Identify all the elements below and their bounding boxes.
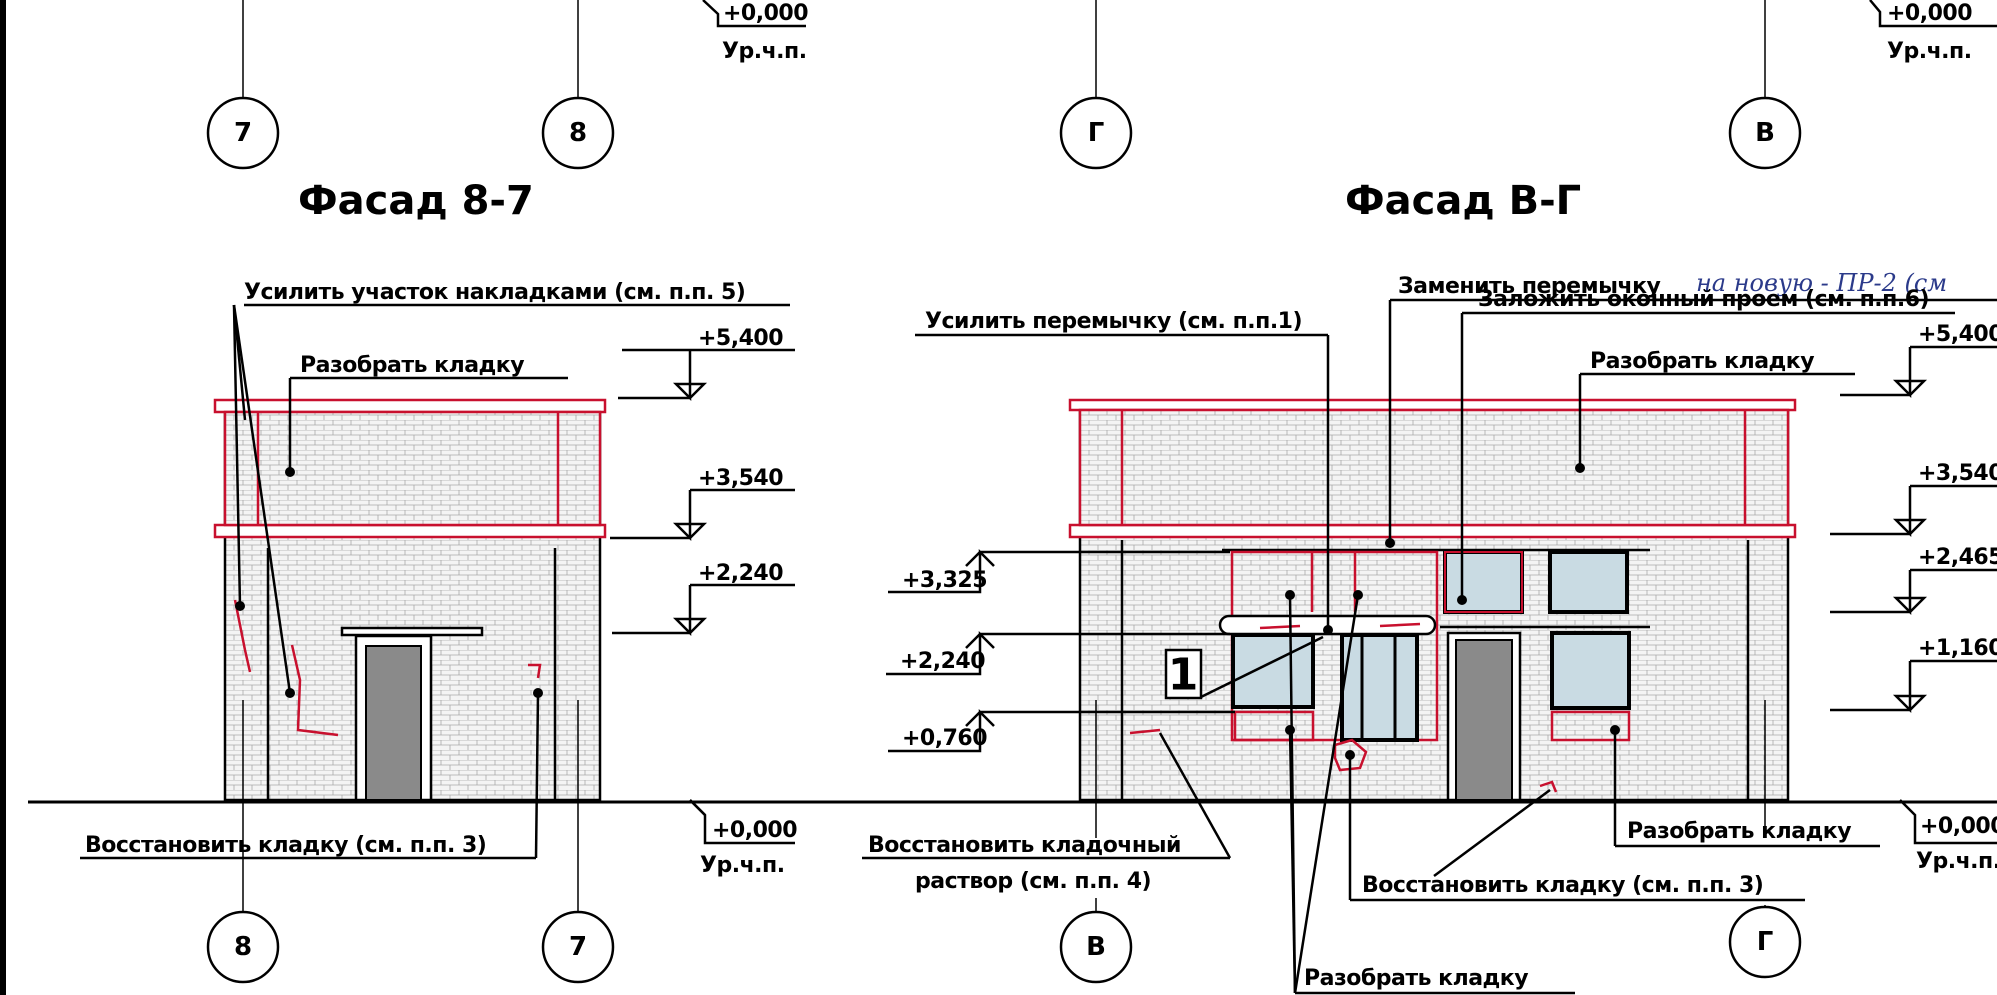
- facade-8-7: 7 8 +0,000 Ур.ч.п. Фасад 8-7 Усилить уча…: [80, 0, 809, 984]
- note-dismantle-parapet: Разобрать кладку: [1590, 349, 1814, 374]
- window-glazing: [1231, 633, 1315, 709]
- axis-label: Г: [1757, 927, 1774, 957]
- level-label-ground: Ур.ч.п.: [700, 853, 785, 878]
- axis-marker-8-bottom: [206, 910, 280, 984]
- note-dismantle-right: Разобрать кладку: [1627, 819, 1851, 844]
- level-mark-ground: +0,000: [712, 818, 797, 843]
- window-glazing: [1340, 633, 1419, 742]
- axis-label: 7: [234, 118, 252, 148]
- callout-box: [1164, 648, 1203, 700]
- note-dismantle-masonry: Разобрать кладку: [300, 353, 524, 378]
- note-brick-up-window: Заложить оконный проем (см. п.п.6): [1478, 287, 1929, 312]
- level-label-top: Ур.ч.п.: [1887, 39, 1972, 64]
- level-mark-0760: +0,760: [902, 726, 987, 751]
- window-glazing: [1550, 631, 1631, 710]
- callout-number: 1: [1168, 650, 1199, 701]
- facade-title-v-g: Фасад В-Г: [1345, 178, 1581, 224]
- facade-title-8-7: Фасад 8-7: [298, 178, 534, 224]
- level-mark-ground-right: +0,000: [1920, 814, 1997, 839]
- note-replace-lintel: Заменить перемычку: [1398, 274, 1661, 299]
- axis-marker-g-bottom: [1728, 905, 1802, 979]
- axis-marker-v-top: [1728, 96, 1802, 170]
- level-mark-3540: +3,540: [698, 466, 783, 491]
- axis-label: 7: [569, 932, 587, 962]
- note-reinforce-overlays: Усилить участок накладками (см. п.п. 5): [244, 280, 745, 305]
- axis-label: В: [1086, 932, 1106, 962]
- parapet-dismantle-zone: [223, 410, 602, 527]
- axis-marker-7-top: [206, 96, 280, 170]
- axis-label: 8: [569, 118, 587, 148]
- level-mark-2240-left: +2,240: [900, 649, 985, 674]
- note-dismantle-bottom: Разобрать кладку: [1304, 966, 1528, 991]
- axis-marker-7-bottom: [541, 910, 615, 984]
- level-mark-top: +0,000: [723, 1, 808, 26]
- note-handwritten-lintel: на новую - ПР-2 (см: [1696, 269, 1947, 297]
- note-reinforce-lintel: Усилить перемычку (см. п.п.1): [925, 309, 1302, 334]
- axis-label: В: [1755, 118, 1775, 148]
- note-restore-masonry: Восстановить кладку (см. п.п. 3): [1362, 873, 1763, 898]
- level-mark-1160: +1,160: [1918, 636, 1997, 661]
- axis-label: 8: [234, 932, 252, 962]
- axis-marker-8-top: [541, 96, 615, 170]
- sheet-frame-left: [0, 0, 6, 995]
- axis-marker-v-bottom: [1059, 910, 1133, 984]
- level-mark-5400-right: +5,400: [1918, 322, 1997, 347]
- axis-label: Г: [1088, 118, 1105, 148]
- level-mark-top: +0,000: [1887, 1, 1972, 26]
- level-mark-2465: +2,465: [1918, 545, 1997, 570]
- level-mark-3325: +3,325: [902, 568, 987, 593]
- level-mark-5400: +5,400: [698, 326, 783, 351]
- level-label-top: Ур.ч.п.: [722, 39, 807, 64]
- window-glazing: [1548, 550, 1629, 614]
- parapet-dismantle-zone: [1078, 408, 1790, 527]
- note-restore-mortar-line1: Восстановить кладочный: [868, 833, 1181, 858]
- window-to-brick-up: [1443, 550, 1524, 614]
- axis-marker-g-top: [1059, 96, 1133, 170]
- level-label-ground-right: Ур.ч.п.: [1916, 849, 1997, 874]
- note-restore-masonry: Восстановить кладку (см. п.п. 3): [85, 833, 486, 858]
- level-mark-3540-right: +3,540: [1918, 461, 1997, 486]
- note-restore-mortar-line2: раствор (см. п.п. 4): [915, 869, 1151, 894]
- level-mark-2240: +2,240: [698, 561, 783, 586]
- facade-v-g: Г В +0,000 Ур.ч.п. Фасад В-Г: [862, 0, 1997, 995]
